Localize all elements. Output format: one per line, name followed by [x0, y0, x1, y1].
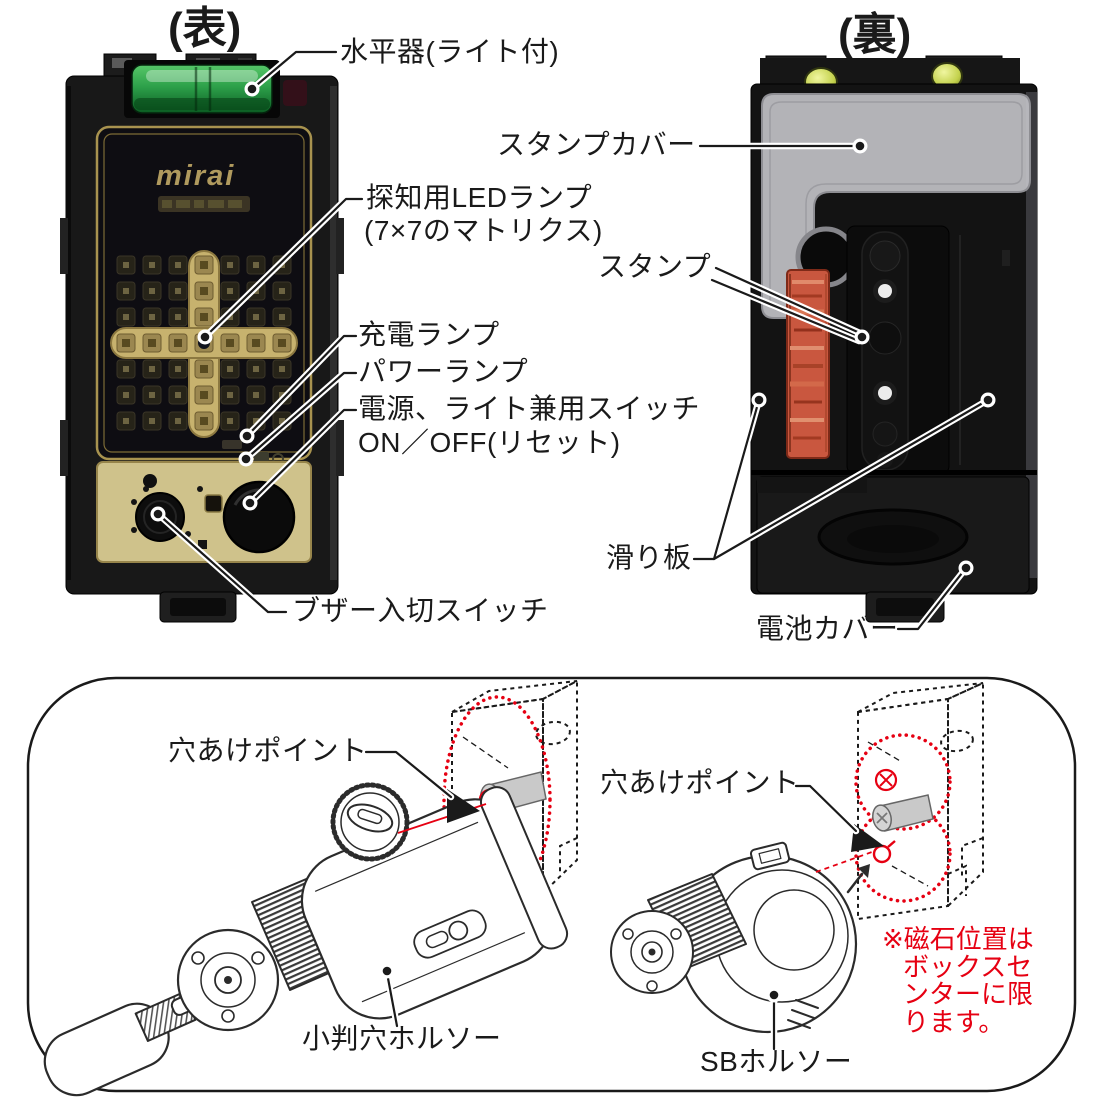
label-drill-point-left: 穴あけポイント — [168, 735, 368, 766]
level-vial — [124, 60, 307, 118]
sb-hole-saw-illustration — [610, 841, 870, 1034]
label-buzzer-switch: ブザー入切スイッチ — [292, 595, 549, 626]
label-led-lamp: 探知用LEDランプ — [366, 182, 593, 213]
callout-dots — [150, 81, 996, 1003]
label-drill-point-right: 穴あけポイント — [600, 767, 800, 798]
power-switch-button — [222, 480, 296, 554]
back-device-photo — [750, 55, 1038, 623]
label-led-matrix: (7×7のマトリクス) — [364, 215, 603, 246]
label-slide-plate: 滑り板 — [606, 542, 692, 573]
label-power-switch: 電源、ライト兼用スイッチ — [358, 393, 701, 424]
drilled-hole-right — [872, 768, 934, 864]
back-view-title: (裏) — [838, 10, 912, 59]
brand-logo: mirai — [156, 160, 236, 192]
label-charge-lamp: 充電ランプ — [358, 319, 500, 350]
label-koban-hole-saw: 小判穴ホルソー — [302, 1023, 502, 1054]
arrow-triangle-left — [447, 789, 480, 823]
leader-lines — [154, 48, 992, 1053]
label-stamp: スタンプ — [598, 251, 712, 282]
control-panel — [96, 461, 312, 563]
label-level: 水平器(ライト付) — [340, 36, 560, 67]
label-power-lamp: パワーランプ — [358, 356, 529, 387]
label-stamp-cover: スタンプカバー — [497, 129, 696, 160]
battery-cover-part — [756, 476, 1030, 594]
label-sb-hole-saw: SBホルソー — [700, 1046, 853, 1077]
drill-axis-line-right — [815, 851, 873, 873]
front-view-title: (表) — [168, 4, 242, 53]
koban-hole-saw-illustration — [43, 782, 569, 1097]
stamp-ink-pad — [786, 269, 830, 459]
label-battery-cover: 電池カバー — [756, 613, 899, 644]
label-on-off: ON／OFF(リセット) — [358, 427, 621, 458]
magnet-position-note: ※磁石位置は ボックスセ ンターに限 ります。 — [882, 924, 1034, 1037]
stamp-mechanism — [846, 225, 950, 475]
drill-zone-gourd-right — [854, 733, 952, 903]
